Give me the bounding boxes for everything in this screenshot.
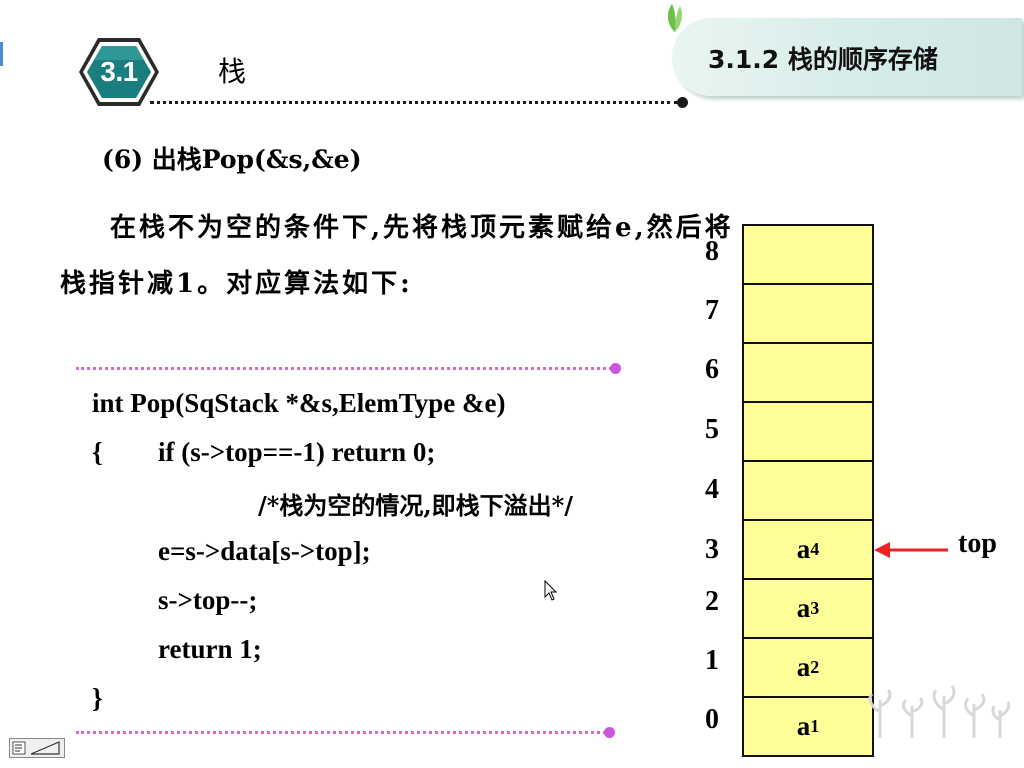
badge-number: 3.1 [100,56,138,87]
stack-index-1: 1 [705,645,719,676]
stack-cell-1-label: a [796,652,811,682]
code-separator-bottom-dot [604,727,615,738]
stack-cell-6 [744,344,872,403]
stack-cell-7 [744,285,872,344]
section-badge: 3.1 [78,36,160,108]
stack-index-0: 0 [705,704,719,735]
code-line-5: e=s->data[s->top]; [158,536,371,566]
code-line-1: int Pop(SqStack *&s,ElemType &e) [92,388,506,418]
header-divider [150,101,678,104]
stack-index-4: 4 [705,474,719,505]
stack-cell-4 [744,462,872,521]
slide-navigation-button[interactable] [9,738,65,758]
hexagon-icon [79,38,159,106]
code-line-4: /*栈为空的情况,即栈下溢出*/ [258,491,573,520]
top-pointer-arrow-icon [874,542,948,558]
stack-index-5: 5 [705,414,719,445]
stack-cell-8 [744,226,872,285]
stack-index-7: 7 [705,295,719,326]
header-divider-dot [677,97,688,108]
stack-index-6: 6 [705,354,719,385]
code-line-2: { [92,437,103,467]
code-separator-bottom [76,731,612,734]
stack-index-2: 2 [705,586,719,617]
edge-mark [0,42,3,66]
code-line-8: } [92,683,103,713]
sprout-decoration-icon [868,685,1011,738]
top-pointer-label: top [958,528,997,559]
mouse-cursor-icon [544,580,558,601]
stack-cell-5 [744,403,872,462]
code-line-6: s->top--; [158,585,258,615]
subsection-title: 3.1.2 栈的顺序存储 [708,45,938,74]
code-line-3: if (s->top==-1) return 0; [158,437,436,467]
stack-cell-3-label: a [796,534,811,564]
pop-heading: (6) 出栈Pop(&s,&e) [102,145,362,174]
code-separator-top-dot [610,363,621,374]
leaf-icon [667,4,683,32]
stack-index-8: 8 [705,236,719,267]
subsection-pill [672,18,1022,96]
stack-cell-0-label: a [796,711,811,741]
code-line-7: return 1; [158,634,262,664]
stack-cell-2-label: a [796,593,811,623]
description-paragraph: 在栈不为空的条件下,先将栈顶元素赋给e,然后将栈指针减1。对应算法如下: [60,213,734,299]
section-title: 栈 [218,55,247,88]
code-separator-top [76,367,612,370]
stack-index-3: 3 [705,534,719,565]
